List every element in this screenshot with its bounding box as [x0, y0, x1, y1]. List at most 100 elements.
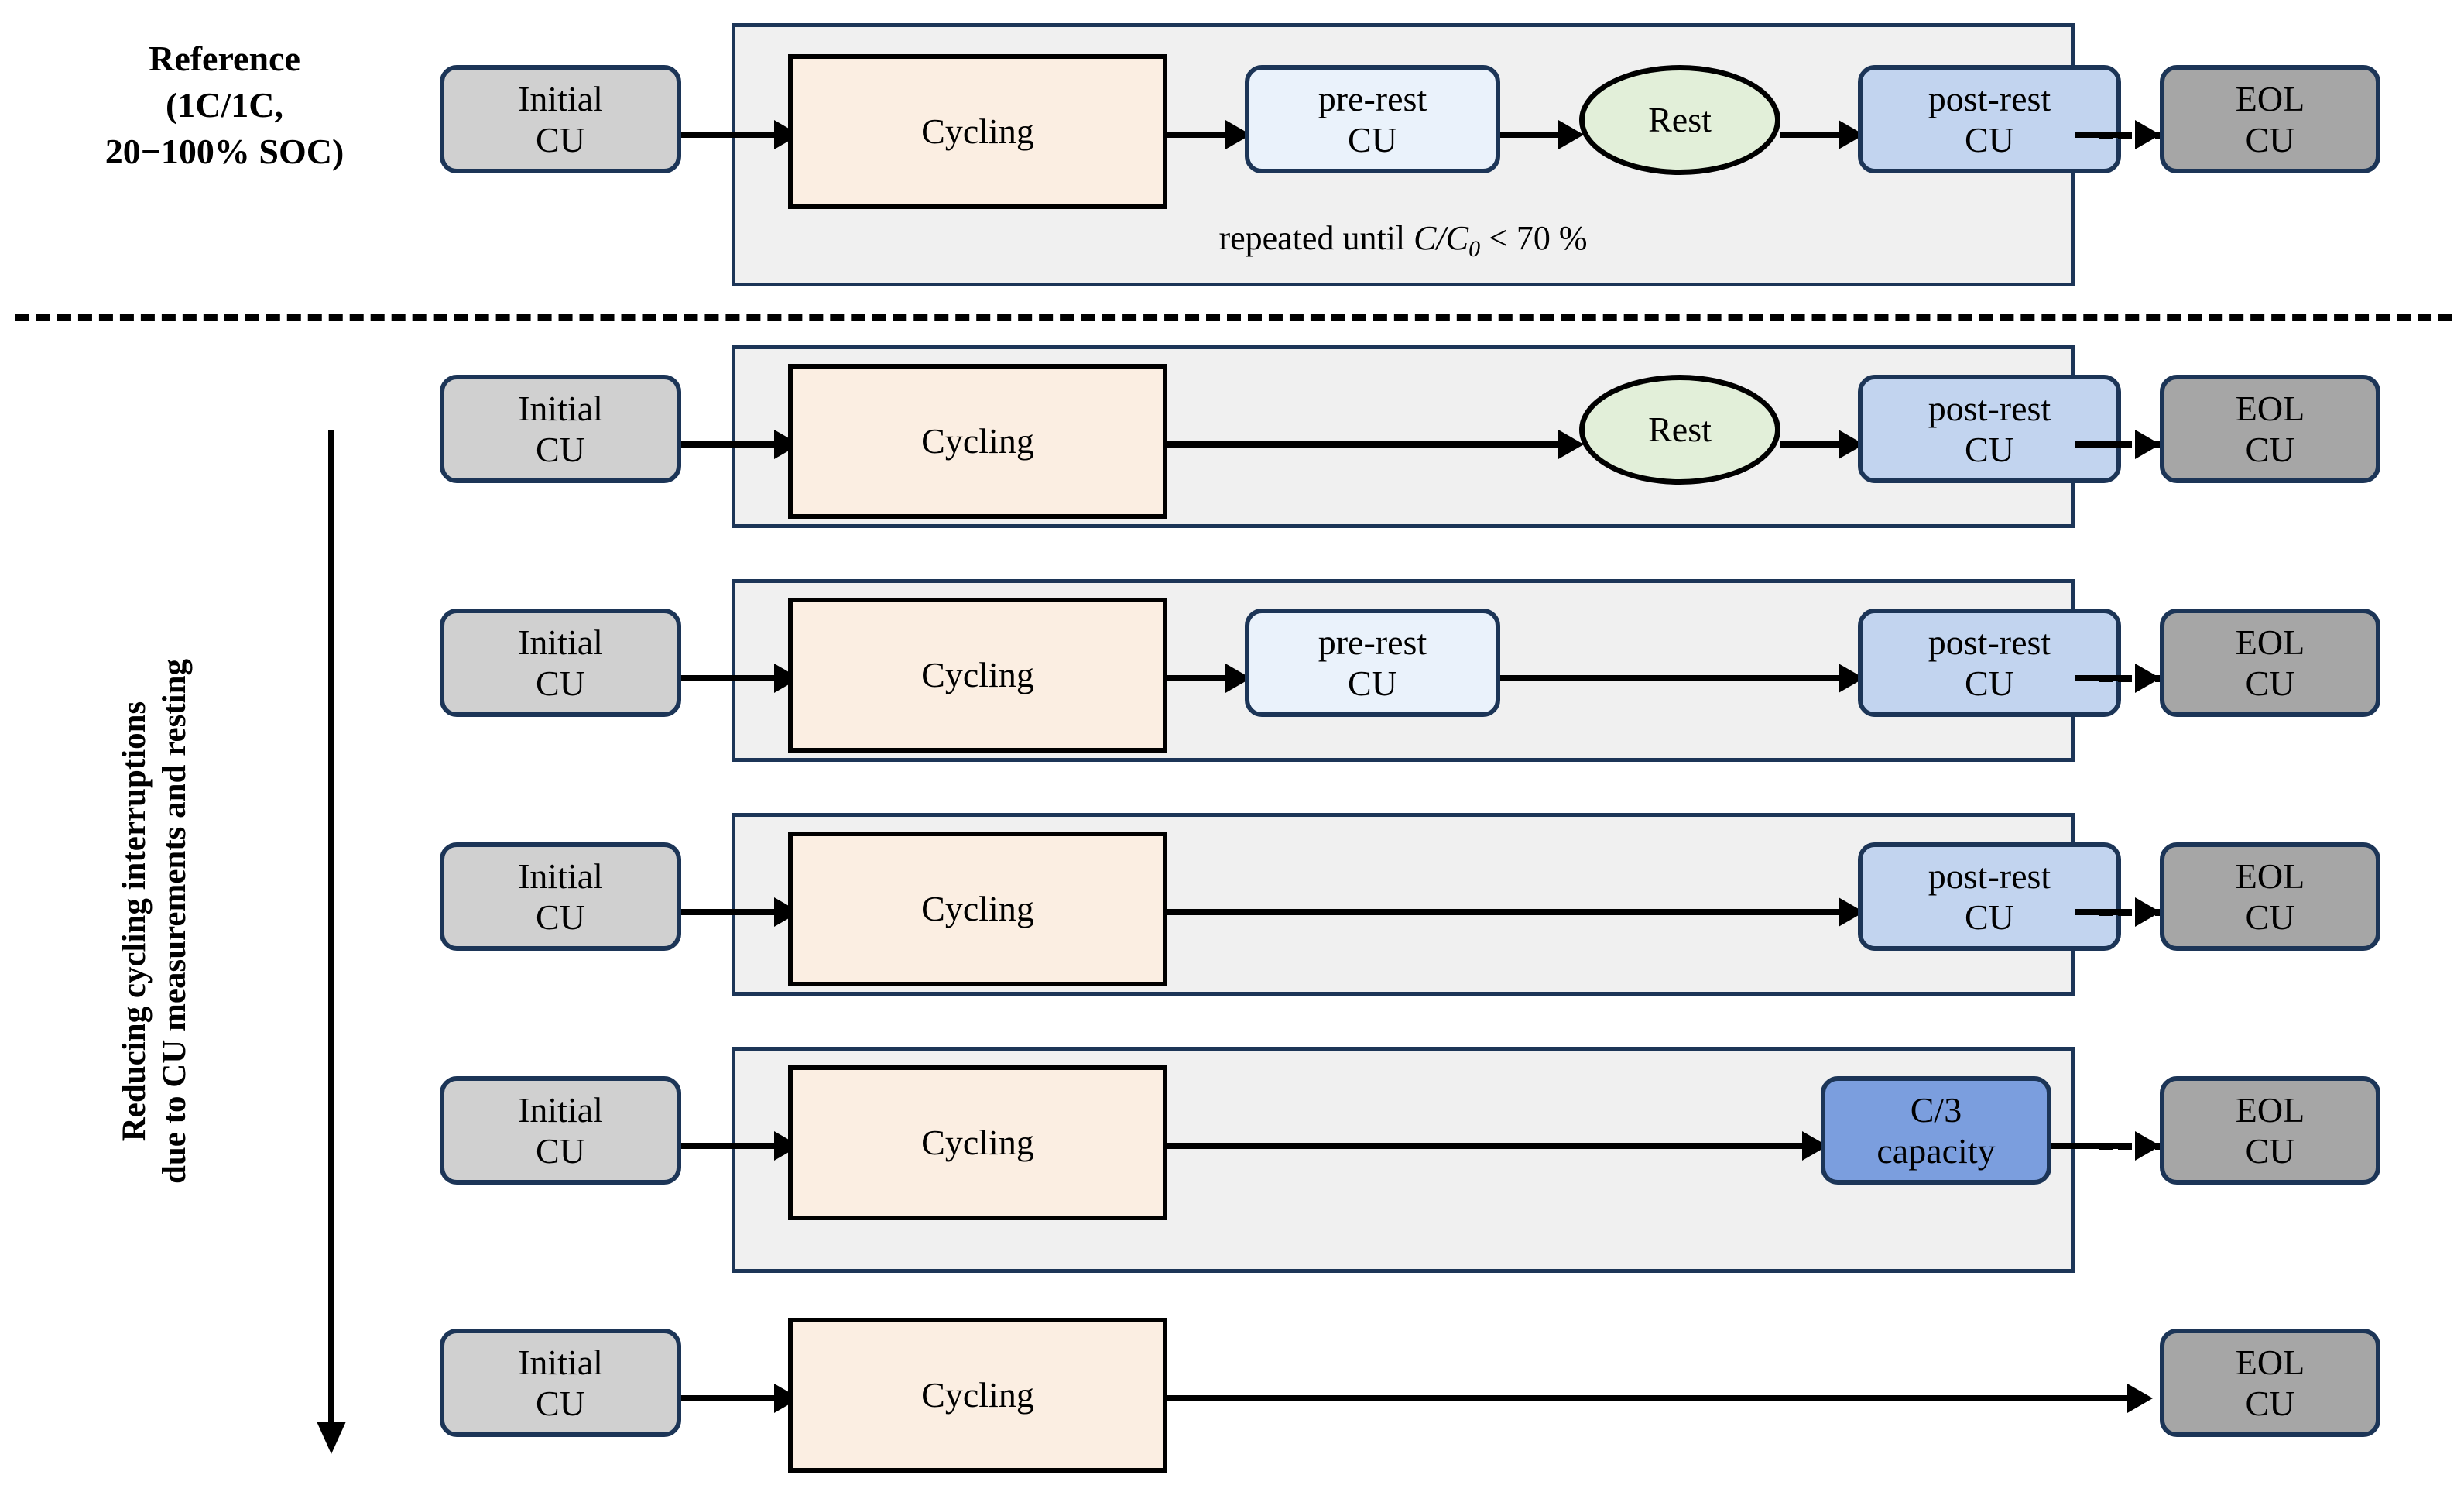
node-cycling-row-5[interactable]: Cycling	[788, 1065, 1167, 1220]
arrow-head-postrest-to-eol-row-2	[2135, 430, 2161, 459]
reference-label-line-2: (1C/1C,	[165, 84, 284, 125]
node-label-line-2: CU	[536, 664, 585, 703]
loop-note-suffix: < 70 %	[1480, 219, 1588, 257]
arrow-postrest-to-eol-solid-row-3	[2075, 675, 2121, 681]
node-label: Rest	[1648, 410, 1712, 450]
node-label-line-2: CU	[536, 1131, 585, 1171]
node-initial-cu-row-6[interactable]: Initial CU	[440, 1329, 681, 1437]
arrow-initial-to-cycling-row-4	[681, 909, 782, 915]
loop-note-slash: /	[1436, 219, 1446, 257]
node-initial-cu-row-5[interactable]: Initial CU	[440, 1076, 681, 1185]
arrow-cycling-to-prerest-row-1	[1167, 132, 1233, 138]
node-label-line-1: Initial	[518, 78, 603, 118]
reference-label-line-1: Reference	[149, 39, 300, 78]
node-cycling-row-6[interactable]: Cycling	[788, 1318, 1167, 1473]
node-label-line-1: EOL	[2235, 388, 2305, 428]
node-label-line-2: CU	[2245, 430, 2295, 469]
node-label-line-1: pre-rest	[1318, 78, 1427, 118]
node-label-line-2: CU	[1965, 430, 2014, 469]
node-eol-cu-row-3[interactable]: EOL CU	[2160, 609, 2380, 717]
node-label-line-2: CU	[536, 1384, 585, 1423]
node-pre-rest-cu-row-1[interactable]: pre-rest CU	[1245, 65, 1500, 173]
node-label-line-2: CU	[1965, 120, 2014, 159]
arrow-head-c3-to-eol-row-5	[2135, 1131, 2161, 1161]
arrow-postrest-to-eol-dashed-row-2	[2099, 441, 2169, 448]
node-initial-cu-row-3[interactable]: Initial CU	[440, 609, 681, 717]
node-cycling-row-1[interactable]: Cycling	[788, 54, 1167, 209]
node-pre-rest-cu-row-3[interactable]: pre-rest CU	[1245, 609, 1500, 717]
node-label-line-2: CU	[2245, 120, 2295, 159]
node-eol-cu-row-5[interactable]: EOL CU	[2160, 1076, 2380, 1185]
node-initial-cu-row-1[interactable]: Initial CU	[440, 65, 681, 173]
loop-note-c0: C	[1445, 219, 1469, 257]
loop-note-c: C	[1414, 219, 1437, 257]
arrow-cycling-to-prerest-row-3	[1167, 675, 1233, 681]
node-label-line-2: CU	[2245, 1131, 2295, 1171]
arrow-initial-to-cycling-row-6	[681, 1395, 782, 1401]
arrow-cycling-to-eol-row-6	[1167, 1395, 2135, 1401]
arrow-initial-to-cycling-row-5	[681, 1143, 782, 1149]
arrow-cycling-to-rest-row-2	[1167, 441, 1566, 448]
node-label: Cycling	[921, 655, 1034, 695]
node-label-line-1: post-rest	[1928, 388, 2051, 428]
node-cycling-row-2[interactable]: Cycling	[788, 364, 1167, 519]
node-label-line-1: Initial	[518, 622, 603, 662]
node-post-rest-cu-row-2[interactable]: post-rest CU	[1858, 375, 2121, 483]
arrow-prerest-to-rest-row-1	[1500, 132, 1566, 138]
reference-label-line-3: 20−100% SOC)	[105, 131, 344, 171]
node-label-line-1: EOL	[2235, 1089, 2305, 1130]
node-eol-cu-row-6[interactable]: EOL CU	[2160, 1329, 2380, 1437]
node-initial-cu-row-4[interactable]: Initial CU	[440, 842, 681, 951]
vertical-axis-label-line-1: Reducing cycling interruptions	[116, 701, 153, 1142]
loop-note-prefix: repeated until	[1218, 219, 1414, 257]
node-label-line-2: CU	[536, 120, 585, 159]
arrow-head-postrest-to-eol-row-3	[2135, 664, 2161, 693]
node-label-line-1: EOL	[2235, 78, 2305, 118]
arrow-initial-to-cycling-row-3	[681, 675, 782, 681]
node-post-rest-cu-row-3[interactable]: post-rest CU	[1858, 609, 2121, 717]
node-label-line-1: post-rest	[1928, 856, 2051, 896]
node-label-line-2: capacity	[1876, 1131, 1996, 1171]
node-eol-cu-row-4[interactable]: EOL CU	[2160, 842, 2380, 951]
node-label-line-1: EOL	[2235, 1342, 2305, 1382]
node-label-line-1: Initial	[518, 1342, 603, 1382]
node-rest-row-1[interactable]: Rest	[1579, 65, 1780, 175]
vertical-axis-label-line-2: due to CU measurements and resting	[156, 658, 194, 1185]
node-label-line-2: CU	[1965, 897, 2014, 937]
node-label-line-1: Initial	[518, 388, 603, 428]
arrow-head-cycling-to-eol-row-6	[2127, 1384, 2153, 1413]
reference-label: Reference (1C/1C, 20−100% SOC)	[23, 36, 426, 174]
node-eol-cu-row-2[interactable]: EOL CU	[2160, 375, 2380, 483]
node-label: Cycling	[921, 421, 1034, 461]
node-label-line-1: Initial	[518, 1089, 603, 1130]
node-eol-cu-row-1[interactable]: EOL CU	[2160, 65, 2380, 173]
node-c3-capacity-row-5[interactable]: C/3 capacity	[1821, 1076, 2051, 1185]
node-label-line-1: post-rest	[1928, 622, 2051, 662]
arrow-c3-to-eol-dashed-row-5	[2099, 1143, 2169, 1150]
arrow-head-postrest-to-eol-row-1	[2135, 120, 2161, 149]
node-label-line-2: CU	[536, 897, 585, 937]
arrow-postrest-to-eol-dashed-row-3	[2099, 675, 2169, 682]
arrow-c3-to-eol-solid-row-5	[2051, 1143, 2121, 1149]
node-post-rest-cu-row-1[interactable]: post-rest CU	[1858, 65, 2121, 173]
arrow-cycling-to-postrest-row-4	[1167, 909, 1846, 915]
node-label-line-1: pre-rest	[1318, 622, 1427, 662]
node-initial-cu-row-2[interactable]: Initial CU	[440, 375, 681, 483]
node-rest-row-2[interactable]: Rest	[1579, 375, 1780, 485]
node-label: Cycling	[921, 889, 1034, 929]
section-divider	[15, 314, 2452, 321]
node-label: Cycling	[921, 111, 1034, 152]
node-cycling-row-3[interactable]: Cycling	[788, 598, 1167, 753]
node-label-line-1: post-rest	[1928, 78, 2051, 118]
node-label-line-2: CU	[1348, 664, 1397, 703]
progression-arrow-shaft	[328, 430, 334, 1423]
node-label-line-2: CU	[536, 430, 585, 469]
node-label-line-2: CU	[2245, 1384, 2295, 1423]
progression-arrow-head	[317, 1422, 346, 1454]
node-post-rest-cu-row-4[interactable]: post-rest CU	[1858, 842, 2121, 951]
arrow-rest-to-postrest-row-2	[1780, 441, 1846, 448]
arrow-postrest-to-eol-dashed-row-1	[2099, 132, 2169, 139]
node-cycling-row-4[interactable]: Cycling	[788, 832, 1167, 986]
node-label-line-2: CU	[2245, 664, 2295, 703]
